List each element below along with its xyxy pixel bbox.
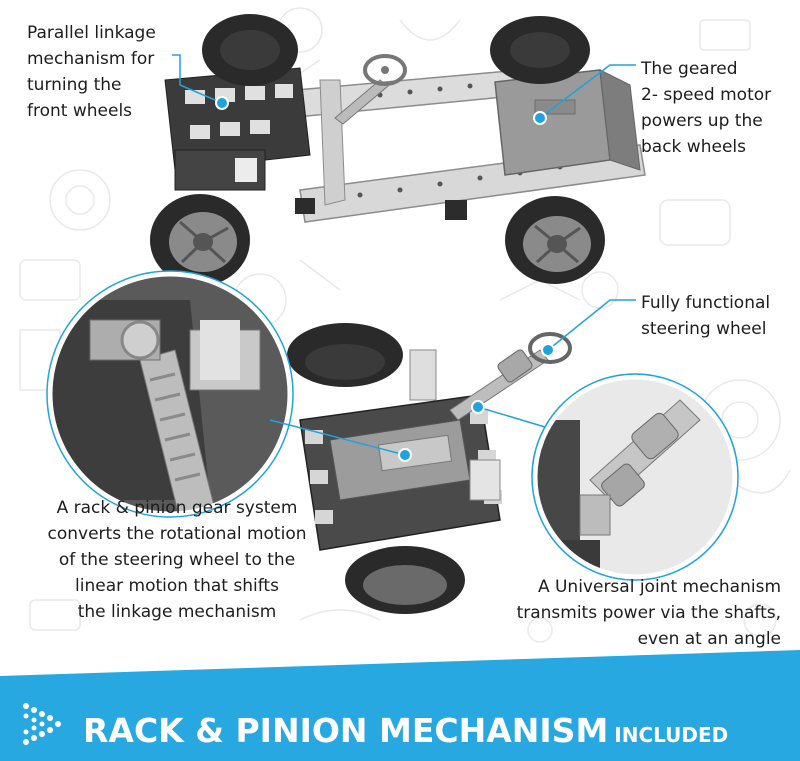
callout-steering-wheel: Fully functional steering wheel <box>641 290 770 342</box>
banner-notch <box>0 648 800 676</box>
callout-linkage: Parallel linkage mechanism for turning t… <box>27 20 156 124</box>
banner-title-sub: INCLUDED <box>614 723 729 747</box>
chevron-arrow-icon <box>23 703 61 745</box>
top-chassis <box>150 14 646 286</box>
callout-universal-joint: A Universal joint mechanism transmits po… <box>481 574 781 652</box>
top-rear-left-tire <box>490 16 590 84</box>
callout-line: Fully functional <box>641 293 771 313</box>
top-rear-right-tire <box>505 196 605 284</box>
callout-line: powers up the <box>641 111 763 131</box>
callout-line: A rack & pinion gear system <box>56 498 298 518</box>
callout-line: of the steering wheel to the <box>58 550 296 570</box>
banner-title-main: RACK & PINION MECHANISM <box>83 711 609 750</box>
callout-line: back wheels <box>641 137 746 157</box>
zoom-rack-pinion <box>46 270 294 518</box>
top-front-right-tire <box>150 194 250 286</box>
leader-lines <box>172 54 636 462</box>
zoom-universal-joint <box>531 373 739 581</box>
callout-line: steering wheel <box>641 319 767 339</box>
callout-motor: The geared 2- speed motor powers up the … <box>641 56 771 160</box>
callout-line: the linkage mechanism <box>77 602 277 622</box>
bottom-mechanism <box>287 323 572 614</box>
callout-line: transmits power via the shafts, <box>516 603 781 623</box>
callout-line: The geared <box>641 59 738 79</box>
callout-line: Parallel linkage <box>27 23 156 43</box>
callout-rack-pinion: A rack & pinion gear system converts the… <box>37 495 317 625</box>
car-kit-illustration <box>46 14 739 614</box>
callout-line: 2- speed motor <box>641 85 772 105</box>
callout-line: mechanism for <box>27 49 155 69</box>
callout-line: linear motion that shifts <box>75 576 279 596</box>
callout-line: even at an angle <box>637 629 781 649</box>
callout-line: converts the rotational motion <box>47 524 307 544</box>
callout-line: turning the <box>27 75 122 95</box>
callout-line: front wheels <box>27 101 133 121</box>
callout-line: A Universal joint mechanism <box>537 577 781 597</box>
top-front-left-tire <box>202 14 298 86</box>
